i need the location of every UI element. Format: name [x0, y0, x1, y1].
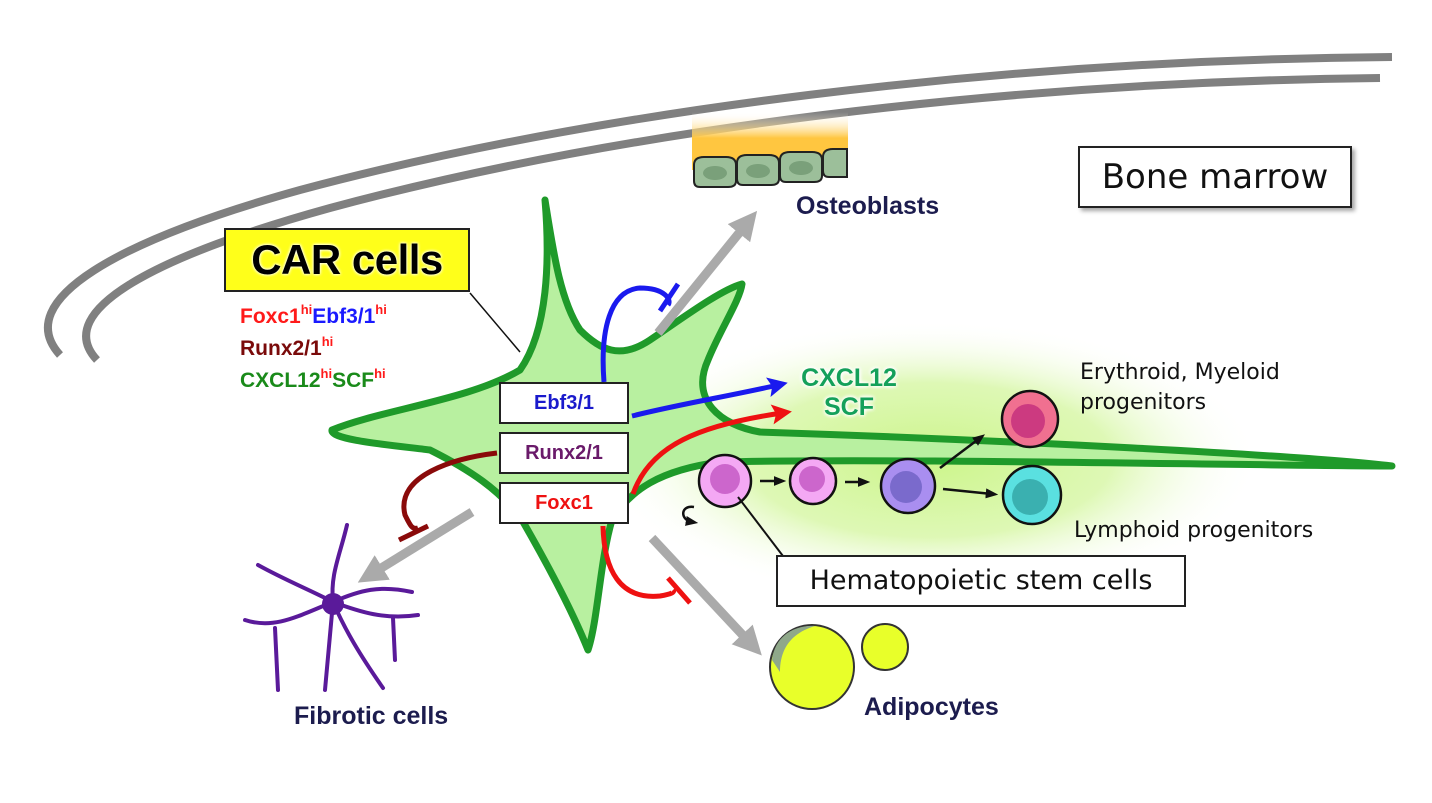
ebf3-inhibits-osteoblast — [600, 282, 681, 383]
scf-label: SCF — [824, 393, 874, 421]
hsc-cell — [697, 453, 753, 509]
marker-line-3: CXCL12hiSCFhi — [240, 366, 387, 394]
ebf3-arrow-to-cxcl12 — [631, 377, 788, 419]
bone-marrow-label: Bone marrow — [1078, 146, 1352, 208]
bone-outer-arc — [44, 53, 1393, 358]
erythroid-myeloid-label-line2: progenitors — [1080, 390, 1207, 415]
fibrotic-cell-icon — [243, 523, 420, 692]
foxc1-inhibits-adipogenesis — [600, 525, 692, 605]
lymphoid-progenitor-cell — [1001, 464, 1063, 526]
secreted-factors-label: CXCL12 SCF — [786, 364, 912, 422]
lymphoid-label: Lymphoid progenitors — [1074, 518, 1314, 543]
osteoblasts-icon — [692, 112, 848, 188]
tf-box-foxc1: Foxc1 — [499, 482, 629, 524]
runx2-inhibits-fibrosis — [397, 450, 498, 543]
arrow-to-lymphoid — [942, 487, 999, 499]
marker-foxc1: Foxc1hi — [240, 302, 313, 328]
car-marker-list: Foxc1hiEbf3/1hi Runx2/1hi CXCL12hiSCFhi — [240, 302, 387, 394]
intermediate-progenitor-cell — [879, 457, 937, 515]
hsc-label-box: Hematopoietic stem cells — [776, 555, 1186, 607]
hsc-callout-line — [737, 496, 787, 561]
arrow-to-fibrotic — [357, 508, 475, 583]
fibrotic-cells-label: Fibrotic cells — [294, 702, 449, 730]
marker-line-2: Runx2/1hi — [240, 334, 387, 362]
foxc1-arrow-to-cxcl12 — [630, 404, 792, 495]
cxcl12-label: CXCL12 — [801, 364, 897, 392]
self-renewal-icon — [682, 505, 699, 526]
marker-line-1: Foxc1hiEbf3/1hi — [240, 302, 387, 330]
marker-runx2: Runx2/1hi — [240, 334, 334, 360]
arrow-to-adipocytes — [648, 534, 762, 656]
mpp-cell — [788, 456, 838, 506]
car-callout-line — [469, 292, 521, 353]
arrow-to-osteoblasts — [654, 210, 758, 336]
arrow-to-erythroid — [939, 434, 985, 469]
car-cell-body — [328, 196, 1396, 654]
tf-box-runx2: Runx2/1 — [499, 432, 629, 474]
marker-scf: SCFhi — [332, 366, 386, 392]
car-cells-title: CAR cells — [224, 228, 470, 292]
marker-ebf3: Ebf3/1hi — [312, 302, 387, 328]
marker-cxcl12: CXCL12hi — [240, 366, 333, 392]
osteoblasts-label: Osteoblasts — [796, 192, 940, 220]
erythroid-myeloid-label: Erythroid, Myeloid progenitors — [1080, 358, 1280, 418]
erythroid-myeloid-progenitor-cell — [1000, 389, 1060, 449]
adipocytes-label: Adipocytes — [864, 693, 999, 721]
adipocytes-icon — [769, 623, 909, 710]
tf-box-ebf3: Ebf3/1 — [499, 382, 629, 424]
bone-inner-arc — [82, 74, 1381, 363]
erythroid-myeloid-label-line1: Erythroid, Myeloid — [1080, 360, 1280, 385]
